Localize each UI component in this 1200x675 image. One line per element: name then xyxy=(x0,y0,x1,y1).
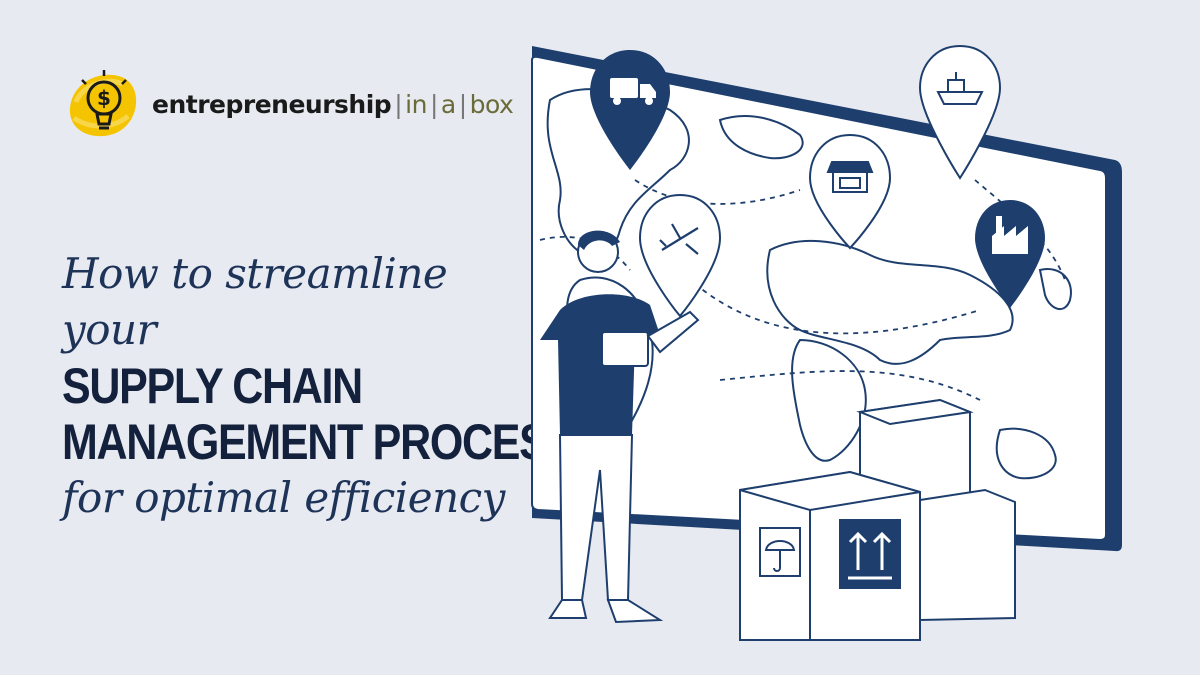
brand-name-a: a xyxy=(440,89,456,119)
brand-name: entrepreneurship | in | a | box xyxy=(152,89,514,119)
umbrella-icon xyxy=(764,540,796,572)
headline: How to streamline your SUPPLY CHAIN MANA… xyxy=(62,246,575,526)
headline-line-4: for optimal efficiency xyxy=(62,473,505,522)
person-with-tablet xyxy=(540,230,700,624)
svg-text:$: $ xyxy=(97,86,111,110)
tablet-icon xyxy=(601,331,649,367)
brand-separator: | xyxy=(429,89,438,119)
brand-separator: | xyxy=(458,89,467,119)
factory-pin xyxy=(975,200,1045,308)
truck-icon xyxy=(610,78,656,105)
plane-icon xyxy=(659,223,699,255)
ship-pin xyxy=(918,44,1002,180)
supply-chain-illustration xyxy=(531,44,1122,641)
brand-name-box: box xyxy=(469,89,514,119)
ship-icon xyxy=(936,72,984,105)
truck-pin xyxy=(590,50,670,170)
headline-line-3: MANAGEMENT PROCESS xyxy=(62,414,575,470)
brand-name-main: entrepreneurship xyxy=(152,89,392,119)
stacked-boxes xyxy=(739,398,1016,641)
brand-name-in: in xyxy=(405,89,427,119)
this-side-up-icon xyxy=(848,531,892,580)
plane-pin xyxy=(638,193,722,318)
headline-line-1: How to streamline your xyxy=(62,249,448,354)
headline-line-2: SUPPLY CHAIN xyxy=(62,358,363,414)
store-pin xyxy=(808,133,892,250)
store-icon xyxy=(826,161,874,193)
lightbulb-dollar-icon: $ xyxy=(69,70,137,137)
brand-separator: | xyxy=(394,89,403,119)
factory-icon xyxy=(992,216,1028,254)
brand-logo[interactable]: $ entrepreneurship | in | a | box xyxy=(62,62,514,146)
